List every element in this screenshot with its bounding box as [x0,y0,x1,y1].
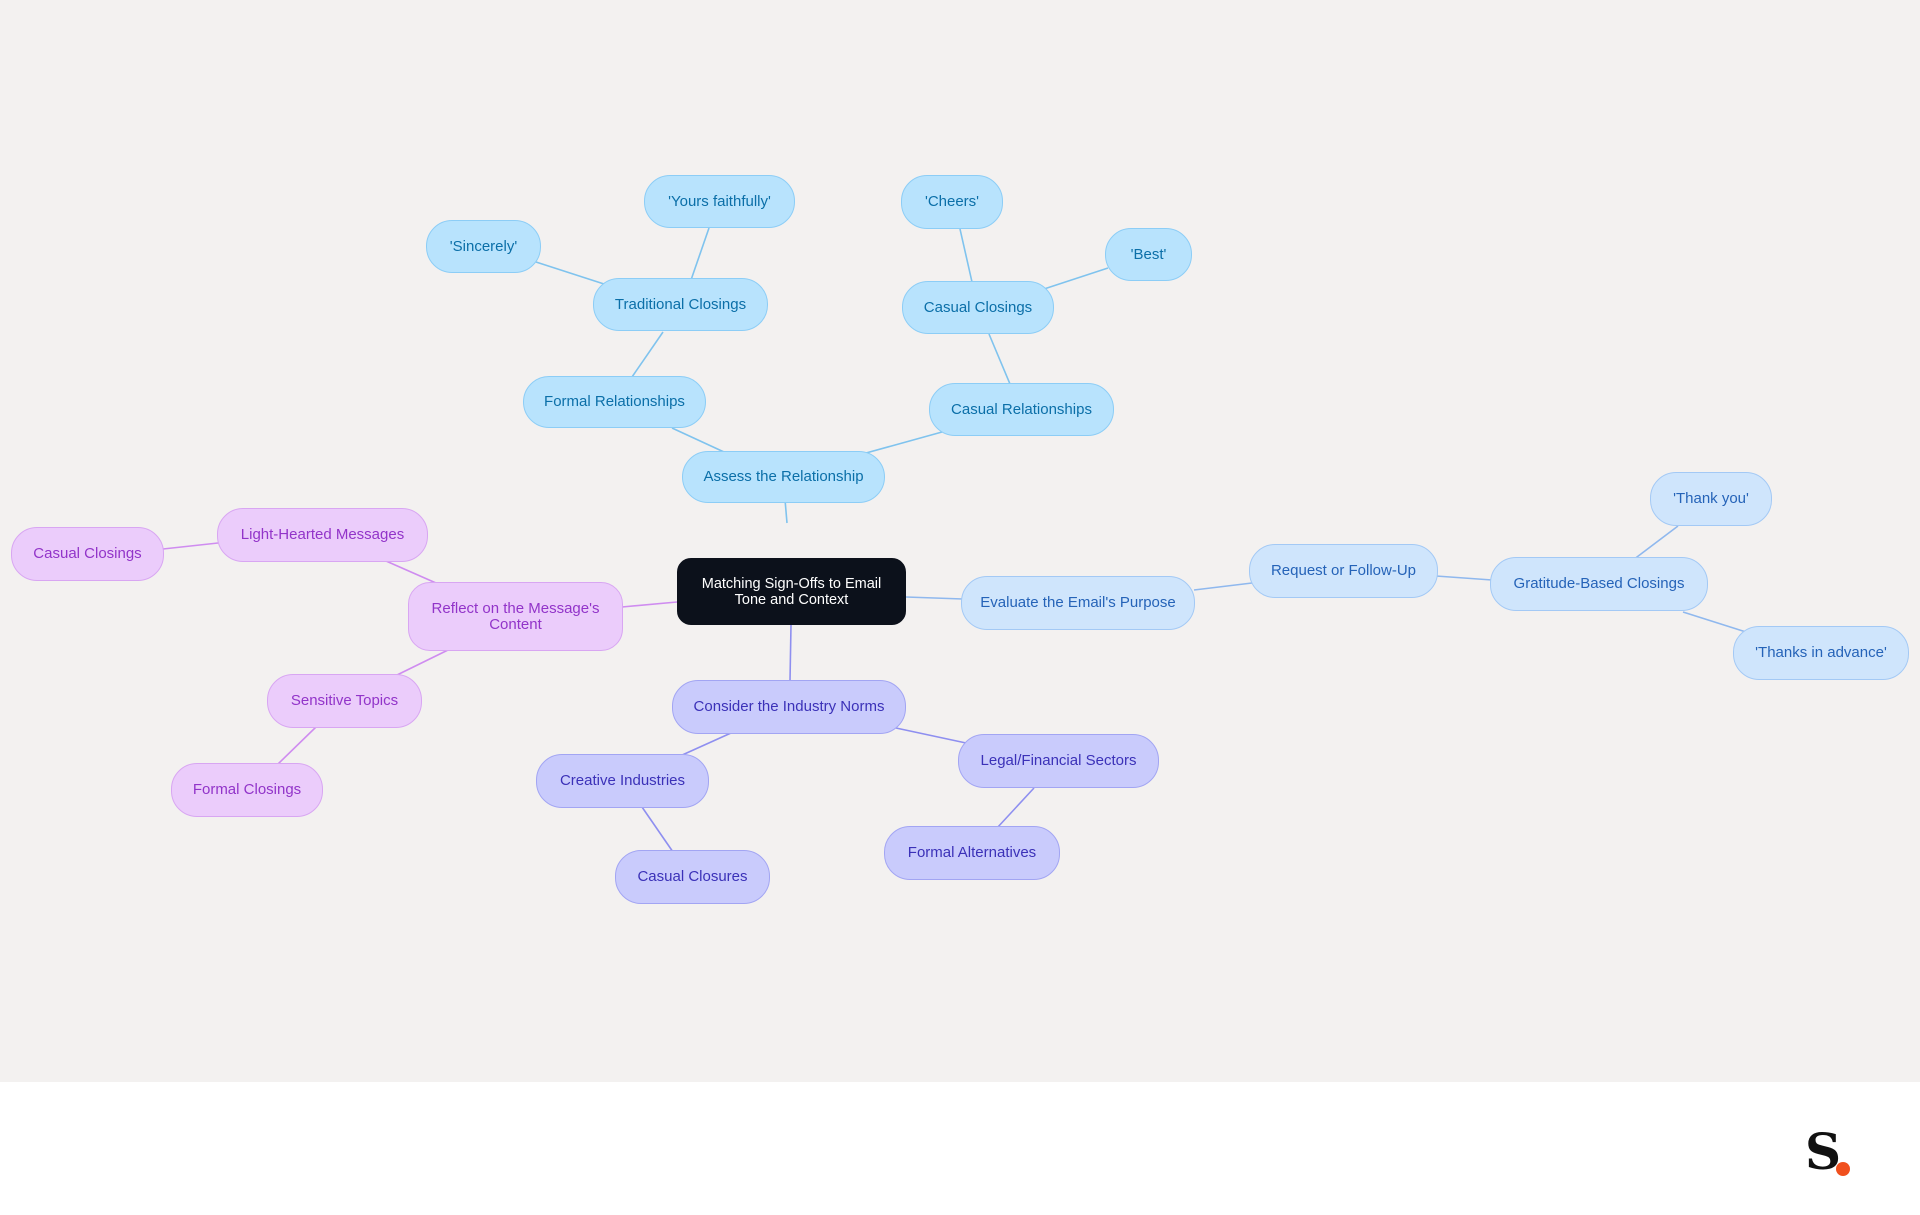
node-label: Traditional Closings [614,295,747,313]
node-label: Gratitude-Based Closings [1513,575,1685,592]
node-casual-closings-relationship: Casual Closings [902,281,1054,334]
node-label: Casual Closings [33,545,142,562]
edge-assess-formal-rel [671,427,725,453]
mindmap-edges [162,227,1747,853]
node-label: Legal/Financial Sectors [980,752,1137,769]
edge-closings-cheers [959,228,973,283]
node-label: Casual Relationships [951,400,1092,418]
node-traditional-closings: Traditional Closings [593,278,768,331]
node-formal-relationships: Formal Relationships [523,376,706,428]
node-evaluate-purpose: Evaluate the Email's Purpose [961,576,1195,630]
edge-root-purpose [905,596,964,600]
edge-followup-gratitude [1435,575,1493,581]
node-assess-relationship: Assess the Relationship [682,451,885,503]
root-node-label: Matching Sign-Offs to Email Tone and Con… [701,575,882,608]
node-label: Formal Closings [192,781,302,798]
node-label: Consider the Industry Norms [693,698,885,715]
node-label: 'Thank you' [1673,490,1749,507]
node-label: 'Best' [1130,245,1167,263]
node-industry-norms: Consider the Industry Norms [672,680,906,734]
node-creative-industries: Creative Industries [536,754,709,808]
node-reflect-content: Reflect on the Message's Content [408,582,623,651]
edge-industry-legal [895,727,967,744]
node-label: Casual Closures [637,868,748,885]
logo-dot-icon [1836,1162,1850,1176]
node-label: Casual Closings [923,298,1033,316]
edge-trad-sincerely [535,261,605,285]
node-label: 'Cheers' [924,193,980,210]
node-request-follow-up: Request or Follow-Up [1249,544,1438,598]
mindmap-canvas: Matching Sign-Offs to Email Tone and Con… [0,0,1920,1082]
edge-sensitive-formal [277,726,317,765]
node-label: Sensitive Topics [290,692,399,709]
edge-root-industry [789,624,792,682]
node-thanks-in-advance: 'Thanks in advance' [1733,626,1909,680]
edge-legal-formalalt [996,787,1035,829]
logo-letter: S [1805,1122,1842,1181]
edge-casual-rel-closings [988,333,1011,385]
node-label: 'Yours faithfully' [668,192,771,210]
edge-formal-rel-trad [631,331,664,378]
edge-purpose-followup [1193,582,1253,591]
edge-assess-casual-rel [865,431,943,454]
edge-industry-creative [679,732,732,757]
node-casual-closings-content: Casual Closings [11,527,164,581]
node-label: Request or Follow-Up [1270,562,1417,579]
node-label: 'Thanks in advance' [1755,644,1887,661]
edge-root-reflect [621,601,678,608]
edge-reflect-lighthearted [385,560,437,584]
node-label: Evaluate the Email's Purpose [980,594,1176,611]
brand-logo: S [1805,1127,1865,1179]
node-sensitive-topics: Sensitive Topics [267,674,422,728]
node-label: Light-Hearted Messages [240,526,405,543]
edge-gratitude-thanksadv [1682,611,1747,633]
node-sincerely: 'Sincerely' [426,220,541,273]
node-cheers: 'Cheers' [901,175,1003,229]
edge-gratitude-thankyou [1632,525,1679,561]
mindmap-root-node: Matching Sign-Offs to Email Tone and Con… [677,558,906,625]
node-best: 'Best' [1105,228,1192,281]
edge-reflect-sensitive [396,649,449,676]
page-footer [0,1082,1920,1215]
node-legal-financial: Legal/Financial Sectors [958,734,1159,788]
node-casual-closures: Casual Closures [615,850,770,904]
edge-creative-closures [641,806,674,853]
node-formal-closings: Formal Closings [171,763,323,817]
edge-lighthearted-casual [162,542,219,550]
node-light-hearted: Light-Hearted Messages [217,508,428,562]
node-gratitude-closings: Gratitude-Based Closings [1490,557,1708,611]
node-casual-relationships: Casual Relationships [929,383,1114,436]
node-label: Assess the Relationship [703,468,864,485]
node-thank-you: 'Thank you' [1650,472,1772,526]
node-label: 'Sincerely' [449,237,518,255]
node-formal-alternatives: Formal Alternatives [884,826,1060,880]
node-label: Creative Industries [559,772,686,789]
node-label: Formal Relationships [544,393,685,410]
edge-closings-best [1043,267,1109,290]
node-label: Reflect on the Message's Content [431,599,600,633]
edge-trad-yours [690,227,710,281]
node-label: Formal Alternatives [907,844,1037,861]
node-yours-faithfully: 'Yours faithfully' [644,175,795,228]
